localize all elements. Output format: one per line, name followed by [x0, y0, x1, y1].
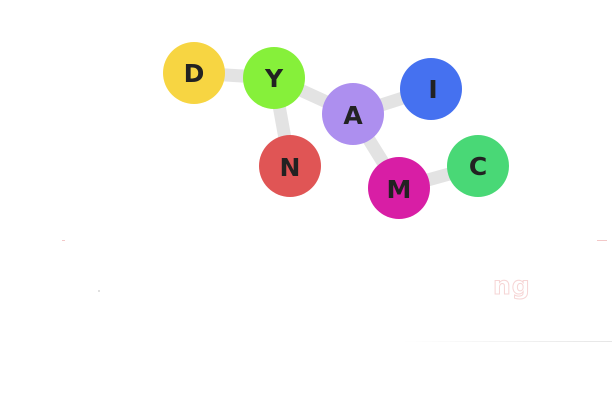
node-m-circle [368, 157, 430, 219]
node-n: N [259, 135, 321, 197]
faint-dot [98, 290, 100, 292]
node-a-letter: A [343, 101, 363, 130]
faint-divider [402, 341, 612, 342]
node-c-circle [447, 135, 509, 197]
node-a: A [322, 83, 384, 145]
node-d-circle [163, 42, 225, 104]
node-c-letter: C [469, 152, 487, 181]
node-d: D [163, 42, 225, 104]
node-i-circle [400, 58, 462, 120]
node-i-letter: I [428, 75, 437, 104]
faint-tick-right [597, 240, 607, 241]
node-y-letter: Y [264, 64, 284, 93]
node-m: M [368, 157, 430, 219]
node-i: I [400, 58, 462, 120]
node-y-circle [243, 47, 305, 109]
faint-text-fragment: ng [493, 271, 531, 301]
node-n-letter: N [280, 153, 301, 182]
node-m-letter: M [387, 175, 412, 204]
node-a-circle [322, 83, 384, 145]
faint-tick-left [62, 240, 65, 241]
node-y: Y [243, 47, 305, 109]
node-n-circle [259, 135, 321, 197]
node-c: C [447, 135, 509, 197]
node-d-letter: D [184, 59, 205, 88]
